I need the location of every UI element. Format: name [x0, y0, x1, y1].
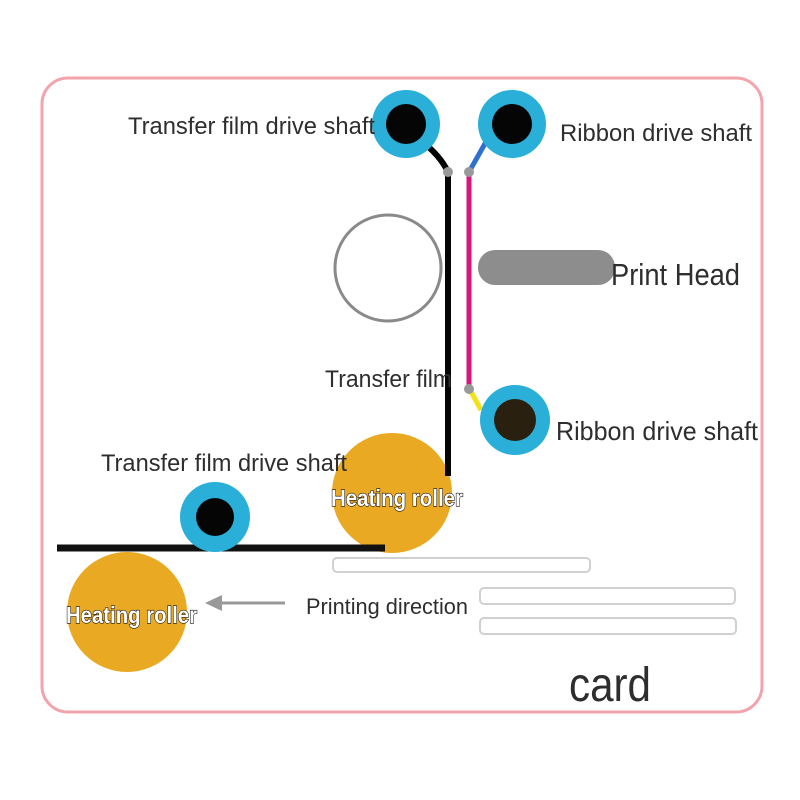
transfer-film-drive-shaft-top — [372, 90, 440, 158]
label-ribbon-drive-shaft-top: Ribbon drive shaft — [560, 120, 752, 147]
idle-roller — [333, 213, 443, 323]
label-ribbon-drive-shaft-bottom: Ribbon drive shaft — [556, 416, 759, 446]
label-print-head: Print Head — [611, 257, 740, 292]
label-printing-direction: Printing direction — [306, 594, 468, 619]
label-transfer-film-drive-shaft-bottom: Transfer film drive shaft — [101, 450, 347, 477]
heating-roller-upper — [332, 433, 452, 553]
card-line — [479, 617, 737, 635]
ribbon-drive-shaft-bottom — [480, 385, 550, 455]
label-transfer-film: Transfer film — [325, 366, 452, 393]
label-heating-roller-lower: Heating roller — [66, 602, 197, 628]
transfer-film-drive-shaft-bottom — [180, 482, 250, 552]
guide-pin — [464, 167, 474, 177]
label-heating-roller-upper: Heating roller — [331, 485, 463, 511]
guide-pin — [464, 384, 474, 394]
print-head — [478, 250, 615, 285]
card-line — [479, 587, 736, 605]
card-line — [332, 557, 591, 573]
label-transfer-film-drive-shaft-top: Transfer film drive shaft — [128, 113, 375, 140]
ribbon-drive-shaft-top — [478, 90, 546, 158]
label-card: card — [569, 659, 651, 712]
ribbon-blue-segment — [466, 138, 490, 174]
heating-roller-lower — [67, 552, 187, 672]
printer-frame — [40, 76, 764, 714]
printing-direction-arrow — [205, 595, 285, 611]
guide-pin — [443, 167, 453, 177]
